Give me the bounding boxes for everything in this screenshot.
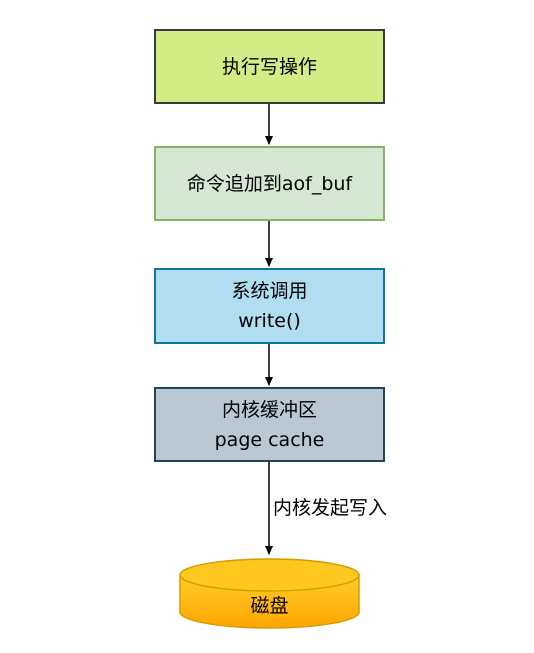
node-execute-write: 执行写操作 bbox=[154, 29, 385, 104]
node-system-call-label: 系统调用 bbox=[231, 280, 308, 302]
disk-label: 磁盘 bbox=[250, 595, 289, 617]
node-execute-write-label: 执行写操作 bbox=[221, 55, 317, 78]
node-page-cache-label: page cache bbox=[214, 428, 325, 451]
node-append-aof-buf: 命令追加到aof_buf bbox=[154, 146, 385, 221]
edge-label-kernel-flush: 内核发起写入 bbox=[273, 496, 388, 520]
node-append-aof-buf-label: 命令追加到aof_buf bbox=[186, 172, 353, 195]
node-kernel-page-cache: 内核缓冲区 page cache bbox=[154, 387, 385, 462]
node-kernel-buffer-label: 内核缓冲区 bbox=[221, 398, 317, 421]
disk-cylinder-icon bbox=[179, 558, 360, 629]
node-system-call-write: 系统调用 write() bbox=[154, 268, 385, 344]
node-system-call-sub-label: write() bbox=[238, 310, 301, 332]
